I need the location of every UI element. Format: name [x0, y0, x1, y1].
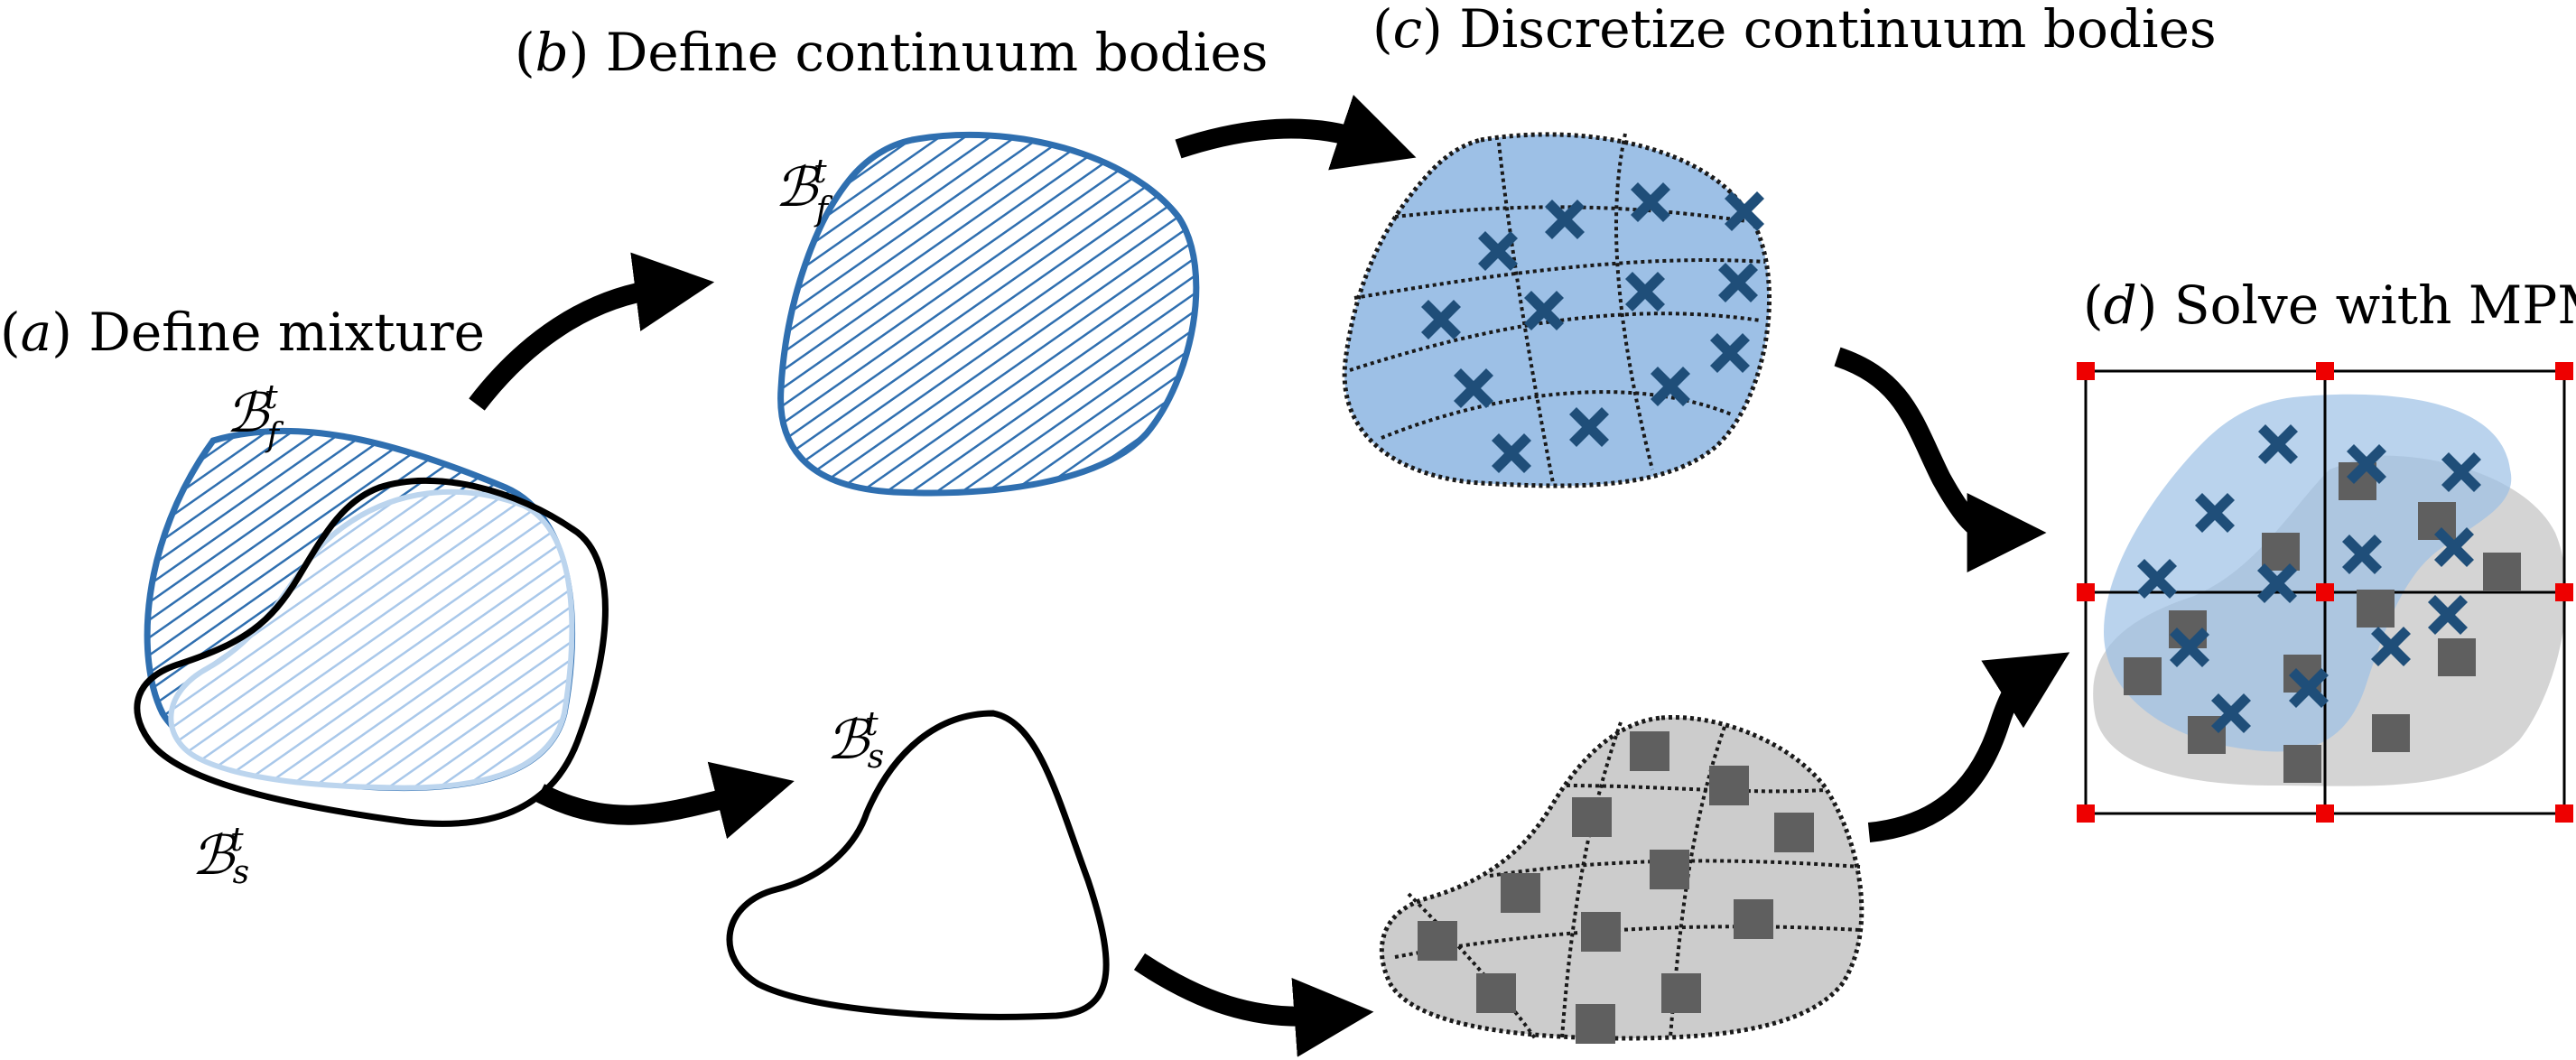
x-cross-icon: [2211, 693, 2251, 733]
square-icon: [2357, 590, 2395, 628]
x-cross-icon: [2170, 628, 2209, 667]
square-icon: [1581, 912, 1621, 952]
red-square-icon: [2316, 804, 2334, 823]
x-cross-icon: [1454, 368, 1493, 408]
panel-a-title: (a) Define mixture: [0, 302, 485, 363]
x-cross-icon: [2257, 563, 2297, 603]
mpm-solid-particles: [2124, 462, 2521, 783]
square-icon: [2262, 533, 2300, 571]
square-icon: [2438, 638, 2476, 676]
square-icon: [1774, 813, 1814, 852]
panel-a-letter: a: [21, 302, 52, 363]
panel-c-fluid-discretized: [1342, 132, 1772, 488]
panel-b-title-text: Define continuum bodies: [606, 22, 1269, 83]
x-cross-icon: [1524, 291, 1564, 330]
svg-text:(b) Define continuum bodies: (b) Define continuum bodies: [515, 22, 1268, 83]
x-cross-icon: [2347, 444, 2386, 484]
mixture-solid-body: [134, 477, 609, 827]
mpm-grid-nodes: [2077, 362, 2573, 823]
red-square-icon: [2316, 583, 2334, 601]
panel-d-title-text: Solve with MPM: [2174, 274, 2576, 336]
x-cross-icon: [1421, 300, 1461, 339]
square-icon: [2124, 657, 2162, 695]
svg-text:(c) Discretize continuum bodie: (c) Discretize continuum bodies: [1372, 0, 2217, 60]
solid-particles: [1418, 731, 1814, 1044]
x-cross-icon: [1718, 263, 1758, 302]
x-cross-icon: [1569, 407, 1609, 447]
red-square-icon: [2555, 362, 2573, 380]
square-icon: [1476, 973, 1516, 1013]
x-cross-icon: [2441, 452, 2481, 492]
arrow-a-to-b-fluid: [469, 252, 715, 411]
x-cross-icon: [2258, 424, 2298, 464]
arrow-c-to-d-solid: [1867, 652, 2070, 842]
fluid-particles: [1421, 182, 1764, 473]
x-cross-icon: [2195, 493, 2235, 533]
mpm-fluid-particles: [2137, 424, 2481, 733]
red-square-icon: [2077, 362, 2095, 380]
red-square-icon: [2555, 583, 2573, 601]
square-icon: [1661, 973, 1701, 1013]
panel-c-solid-discretized: [1379, 714, 1865, 1044]
mixture-overlap-hatch: [168, 488, 575, 791]
x-cross-icon: [1625, 272, 1665, 311]
square-icon: [1630, 731, 1669, 771]
panel-b-title: (b) Define continuum bodies: [515, 22, 1268, 83]
x-cross-icon: [2371, 627, 2411, 666]
x-cross-icon: [1631, 182, 1670, 222]
square-icon: [1418, 921, 1457, 961]
panel-d-title: (d) Solve with MPM: [2083, 274, 2576, 336]
square-icon: [1709, 766, 1749, 805]
x-cross-icon: [2289, 668, 2329, 708]
x-cross-icon: [2137, 559, 2177, 599]
panel-d-letter: d: [2104, 274, 2137, 336]
square-icon: [1576, 1004, 1615, 1044]
square-icon: [2283, 745, 2321, 783]
square-icon: [1734, 899, 1773, 939]
red-square-icon: [2077, 583, 2095, 601]
square-icon: [1650, 850, 1689, 889]
red-square-icon: [2555, 804, 2573, 823]
svg-text:(d) Solve with MPM: (d) Solve with MPM: [2083, 274, 2576, 336]
x-cross-icon: [2434, 527, 2474, 567]
solid-continuum-body: [726, 710, 1110, 1020]
x-cross-icon: [1545, 200, 1585, 239]
square-icon: [2372, 714, 2410, 752]
solid-discretized-body: [1379, 714, 1865, 1041]
arrow-b-to-c-fluid: [1175, 94, 1417, 171]
x-cross-icon: [1492, 433, 1531, 473]
panel-c-letter: c: [1393, 0, 1422, 60]
square-icon: [2483, 553, 2521, 590]
x-cross-icon: [1725, 191, 1764, 231]
arrow-a-to-b-solid: [535, 761, 795, 840]
square-icon: [1572, 797, 1612, 837]
svg-text:(a) Define mixture: (a) Define mixture: [0, 302, 485, 363]
panel-c-title-text: Discretize continuum bodies: [1459, 0, 2216, 60]
flow-arrows: [469, 94, 2070, 1057]
x-cross-icon: [1710, 333, 1750, 373]
panel-b-letter: b: [535, 22, 569, 83]
panel-c-title: (c) Discretize continuum bodies: [1372, 0, 2217, 60]
arrow-b-to-c-solid: [1133, 953, 1374, 1057]
red-square-icon: [2077, 804, 2095, 823]
x-cross-icon: [1478, 231, 1518, 271]
panel-d-mpm: [2077, 362, 2573, 823]
panel-a-title-text: Define mixture: [88, 302, 485, 363]
square-icon: [1501, 873, 1540, 913]
fluid-continuum-body: [777, 131, 1200, 497]
x-cross-icon: [1651, 367, 1690, 406]
fluid-discretized-body: [1342, 132, 1772, 488]
arrow-c-to-d-fluid: [1834, 347, 2047, 572]
x-cross-icon: [2342, 535, 2382, 574]
red-square-icon: [2316, 362, 2334, 380]
x-cross-icon: [2428, 595, 2468, 635]
